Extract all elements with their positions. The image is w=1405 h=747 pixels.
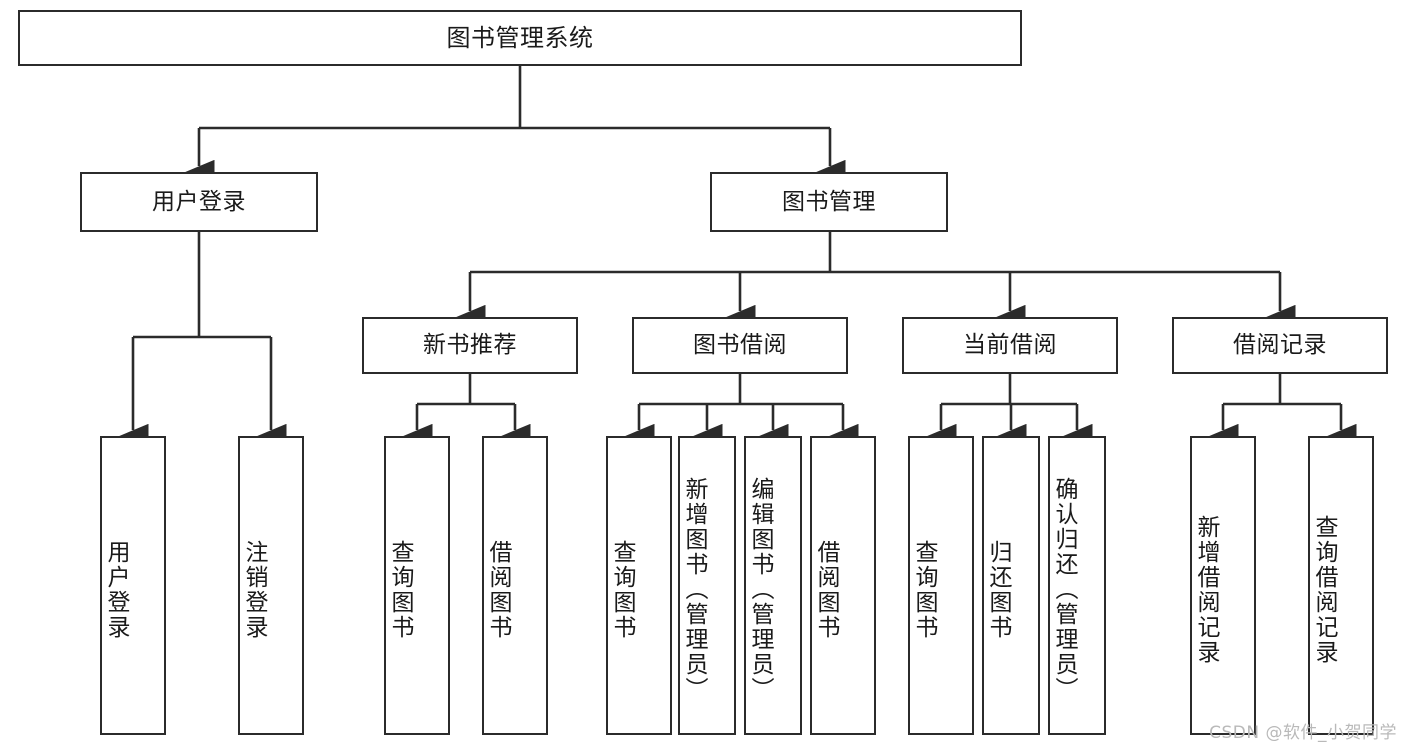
node-label: 确认归还（管理员）	[1051, 477, 1078, 702]
leaf-borrow-books-recommend[interactable]: 借阅图书	[482, 436, 548, 735]
node-label: 查询借阅记录	[1311, 514, 1338, 665]
node-label: 图书管理	[782, 188, 876, 215]
node-label: 用户登录	[152, 188, 246, 215]
node-new-book-recommend[interactable]: 新书推荐	[362, 317, 578, 374]
node-label: 用户登录	[103, 539, 130, 640]
node-borrow-records[interactable]: 借阅记录	[1172, 317, 1388, 374]
node-label: 注销登录	[241, 539, 268, 640]
node-label: 查询图书	[911, 539, 938, 640]
leaf-add-borrow-record[interactable]: 新增借阅记录	[1190, 436, 1256, 735]
node-user-login[interactable]: 用户登录	[80, 172, 318, 232]
node-label: 当前借阅	[963, 332, 1057, 359]
node-label: 编辑图书（管理员）	[747, 477, 774, 702]
node-label: 新增图书（管理员）	[681, 477, 708, 702]
node-label: 借阅图书	[485, 539, 512, 640]
leaf-confirm-return-admin[interactable]: 确认归还（管理员）	[1048, 436, 1106, 735]
node-label: 查询图书	[387, 539, 414, 640]
leaf-query-books-current[interactable]: 查询图书	[908, 436, 974, 735]
leaf-user-login[interactable]: 用户登录	[100, 436, 166, 735]
node-label: 新书推荐	[423, 332, 517, 359]
node-current-borrow[interactable]: 当前借阅	[902, 317, 1118, 374]
node-label: 借阅图书	[813, 539, 840, 640]
node-book-management[interactable]: 图书管理	[710, 172, 948, 232]
node-book-borrow[interactable]: 图书借阅	[632, 317, 848, 374]
node-label: 查询图书	[609, 539, 636, 640]
leaf-query-borrow-record[interactable]: 查询借阅记录	[1308, 436, 1374, 735]
node-label: 新增借阅记录	[1193, 514, 1220, 665]
node-label: 归还图书	[985, 539, 1012, 640]
leaf-query-books-borrow[interactable]: 查询图书	[606, 436, 672, 735]
node-label: 图书管理系统	[446, 24, 594, 52]
leaf-borrow-books[interactable]: 借阅图书	[810, 436, 876, 735]
node-label: 借阅记录	[1233, 332, 1327, 359]
leaf-return-books[interactable]: 归还图书	[982, 436, 1040, 735]
leaf-edit-book-admin[interactable]: 编辑图书（管理员）	[744, 436, 802, 735]
leaf-add-book-admin[interactable]: 新增图书（管理员）	[678, 436, 736, 735]
leaf-query-books-recommend[interactable]: 查询图书	[384, 436, 450, 735]
node-root-system[interactable]: 图书管理系统	[18, 10, 1022, 66]
node-label: 图书借阅	[693, 332, 787, 359]
leaf-user-logout[interactable]: 注销登录	[238, 436, 304, 735]
